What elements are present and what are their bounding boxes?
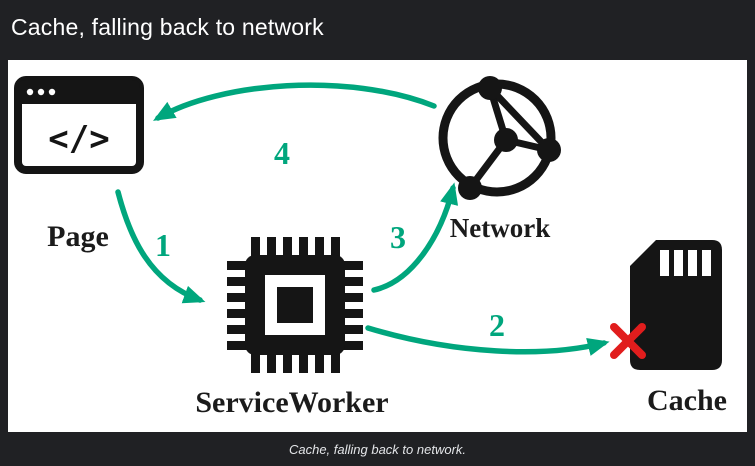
node-label-serviceworker: ServiceWorker: [195, 386, 388, 419]
network-globe-icon: [438, 76, 561, 200]
diagram-svg: 1 2 3 4 </> Page: [14, 76, 727, 419]
node-label-cache: Cache: [647, 384, 727, 417]
window-dot: [37, 88, 45, 96]
sd-card-icon: [630, 240, 722, 370]
arrow-step-4: [153, 82, 437, 121]
step-number-4: 4: [274, 135, 290, 171]
cache-miss-x-icon: [610, 323, 646, 359]
arrow-step-1: [115, 189, 206, 304]
step-number-1: 1: [155, 227, 171, 263]
step-number-2: 2: [489, 307, 505, 343]
code-glyph: </>: [48, 119, 109, 159]
browser-window-icon: </>: [14, 76, 144, 174]
window-dot: [48, 88, 56, 96]
step-number-3: 3: [390, 219, 406, 255]
node-label-network: Network: [450, 213, 550, 243]
page-title: Cache, falling back to network: [11, 14, 324, 40]
cpu-chip-icon: [227, 237, 363, 373]
caption-text: Cache, falling back to network.: [288, 441, 467, 457]
caption-bar: Cache, falling back to network.: [0, 432, 755, 466]
diagram-panel: 1 2 3 4 </> Page: [8, 60, 747, 432]
header: Cache, falling back to network: [0, 0, 755, 60]
arrow-step-2: [365, 325, 610, 356]
node-label-page: Page: [47, 220, 109, 253]
window-dot: [26, 88, 34, 96]
arrow-step-3: [371, 182, 459, 293]
